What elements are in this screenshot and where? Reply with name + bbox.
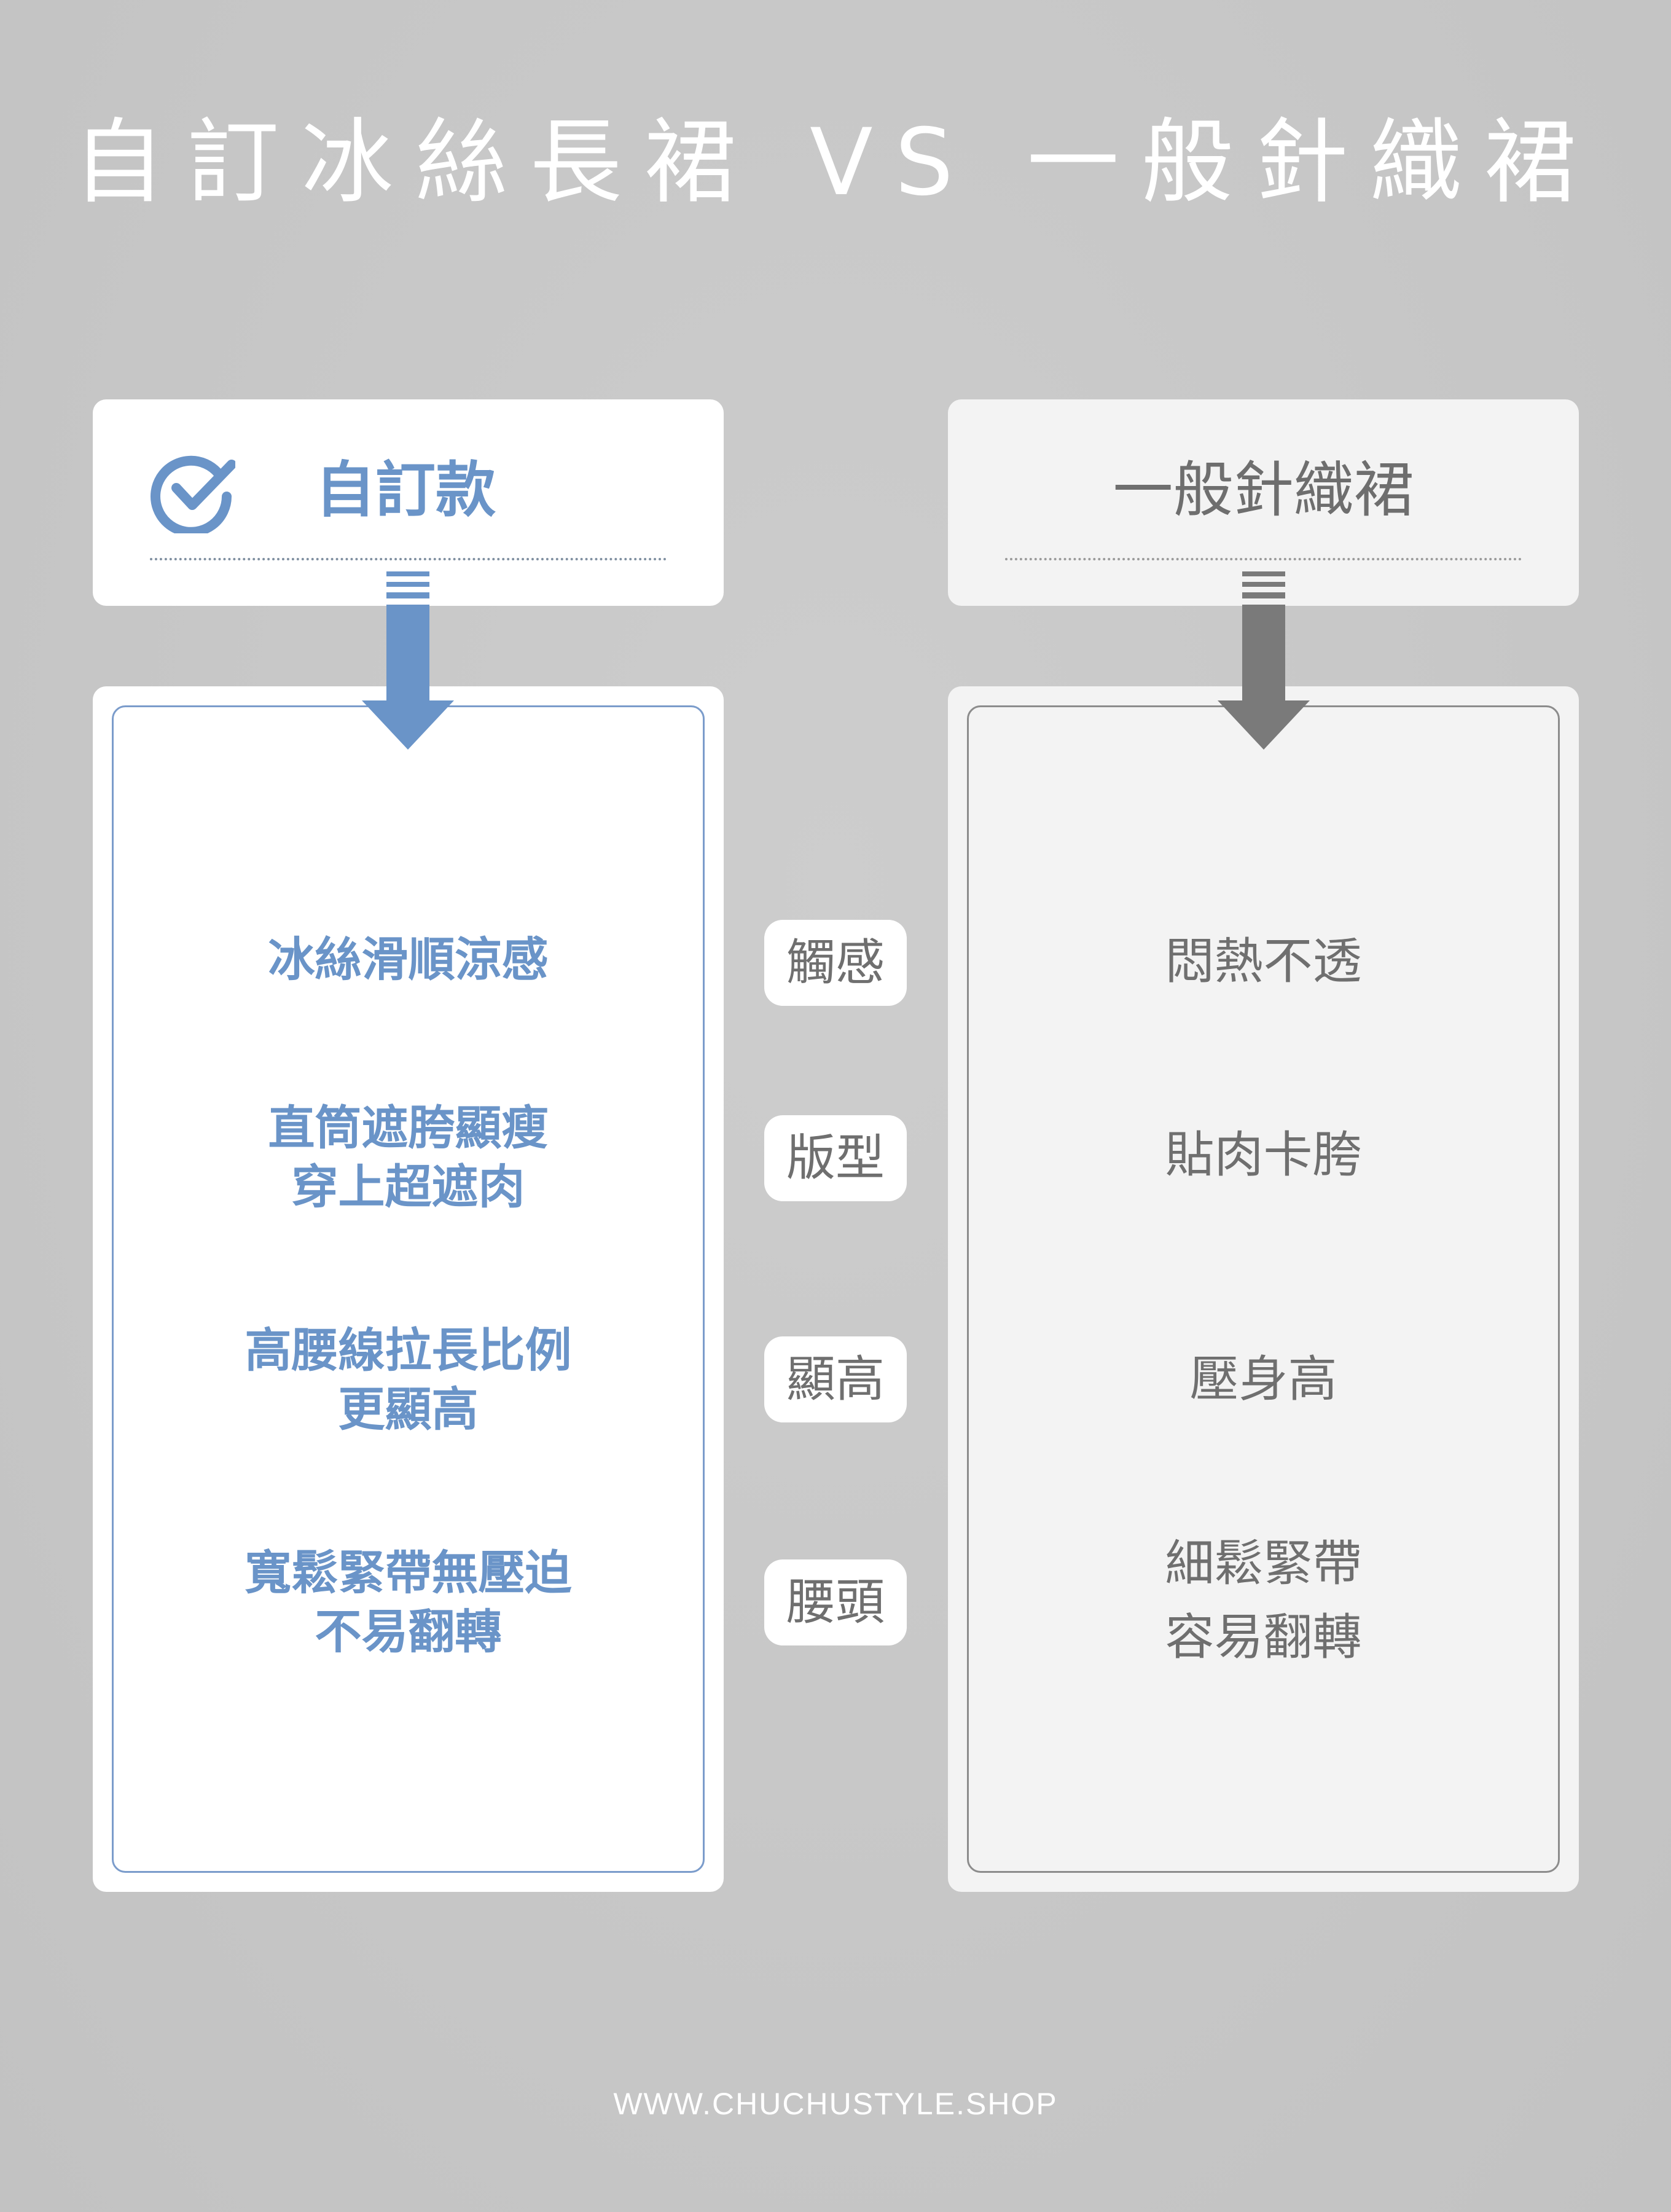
custom-body-card bbox=[93, 686, 724, 1892]
page-title: 自訂冰絲長裙 VS 一般針織裙 bbox=[72, 109, 1599, 216]
criterion-height-pill: 顯高 bbox=[764, 1336, 907, 1422]
custom-waist-text: 寬鬆緊帶無壓迫 不易翻轉 bbox=[245, 1545, 572, 1659]
regular-body-frame bbox=[967, 705, 1560, 1873]
regular-header-label: 一般針織裙 bbox=[1113, 455, 1414, 525]
regular-fit-text: 貼肉卡胯 bbox=[1165, 1126, 1362, 1183]
divider bbox=[1005, 558, 1522, 560]
custom-header-label: 自訂款 bbox=[315, 455, 496, 525]
criterion-waist-pill: 腰頭 bbox=[764, 1559, 907, 1645]
check-circle-icon bbox=[151, 455, 235, 533]
regular-body-card bbox=[948, 686, 1579, 1892]
custom-body-frame bbox=[112, 705, 705, 1873]
divider bbox=[150, 558, 667, 560]
custom-height-text: 高腰線拉長比例 更顯高 bbox=[245, 1323, 572, 1437]
custom-fit-text: 直筒遮胯顯瘦 穿上超遮肉 bbox=[268, 1100, 549, 1214]
criterion-touch-pill: 觸感 bbox=[764, 920, 907, 1006]
regular-height-text: 壓身高 bbox=[1189, 1351, 1337, 1408]
down-arrow-icon bbox=[1218, 571, 1310, 750]
custom-touch-text: 冰絲滑順涼感 bbox=[268, 932, 549, 987]
down-arrow-icon bbox=[362, 571, 454, 750]
regular-waist-text: 細鬆緊帶 容易翻轉 bbox=[1165, 1535, 1362, 1666]
regular-touch-text: 悶熱不透 bbox=[1165, 933, 1362, 990]
criterion-fit-pill: 版型 bbox=[764, 1115, 907, 1201]
website-link[interactable]: WWW.CHUCHUSTYLE.SHOP bbox=[613, 2087, 1058, 2121]
